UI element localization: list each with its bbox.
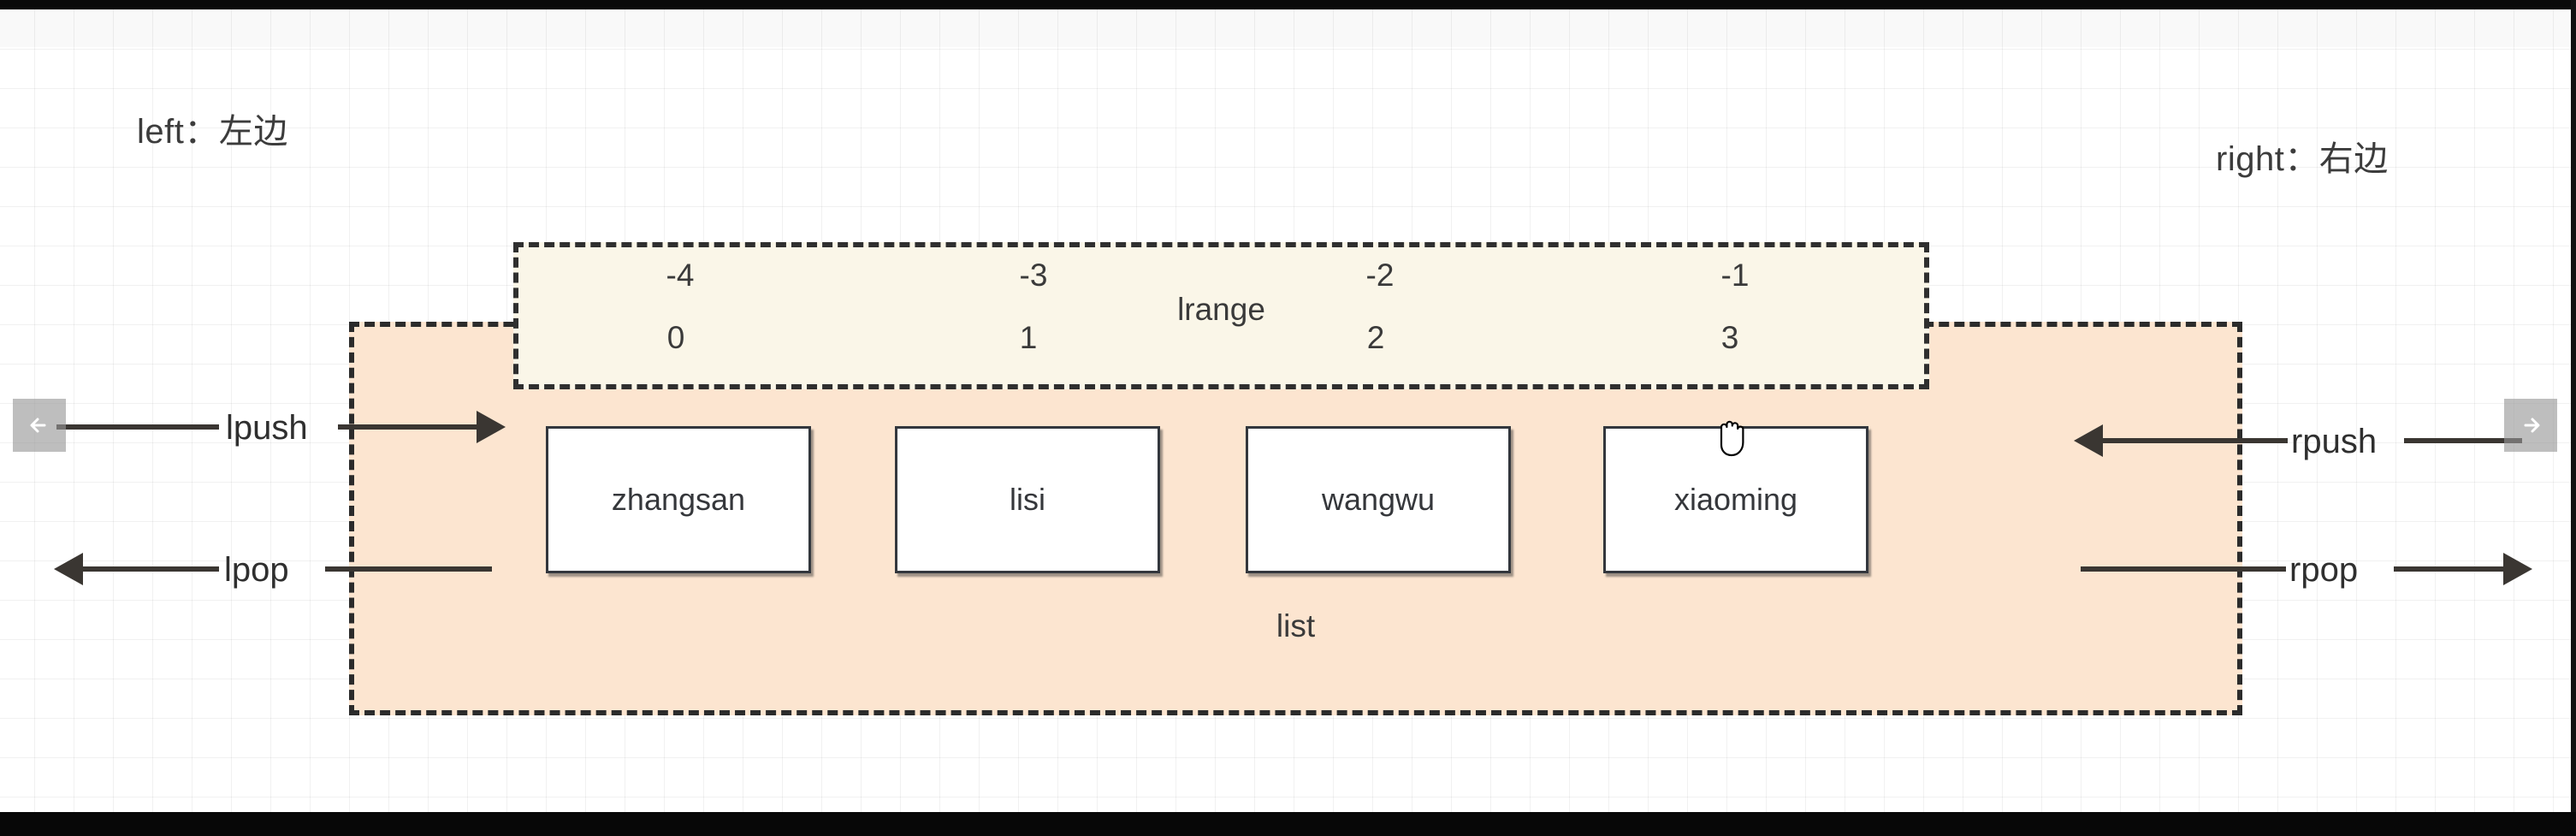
lrange-negative-index-0: -4 (666, 258, 695, 293)
lpush-label: lpush (226, 409, 308, 447)
lpush-arrow-head (477, 411, 506, 443)
list-item-value: lisi (1010, 482, 1045, 517)
lrange-negative-index-3: -1 (1720, 258, 1750, 293)
rpop-label: rpop (2289, 551, 2359, 589)
lpop-label: lpop (224, 551, 289, 589)
list-item[interactable]: lisi (895, 426, 1160, 573)
window-top-bar (0, 0, 2576, 9)
list-item[interactable]: wangwu (1246, 426, 1511, 573)
lrange-container[interactable] (513, 242, 1929, 389)
rpop-arrow-line-left (2081, 566, 2286, 572)
lpop-arrow-line-left (82, 566, 219, 572)
list-item-value: xiaoming (1673, 482, 1798, 517)
rpush-arrow-line-left (2102, 438, 2288, 443)
rpush-arrow-head (2074, 424, 2103, 457)
right-side-label: right：右边 (2216, 140, 2389, 178)
lpop-arrow-line-right (325, 566, 492, 572)
lrange-positive-index-0: 0 (666, 320, 685, 355)
rpush-arrow-line-right (2404, 438, 2522, 443)
left-side-label: left：左边 (137, 113, 288, 151)
window-right-edge (2571, 0, 2576, 836)
list-item-value: zhangsan (611, 482, 746, 517)
list-item-value: wangwu (1321, 482, 1436, 517)
lpush-arrow-line-right (338, 424, 492, 430)
lpop-arrow-head (54, 553, 83, 585)
rpop-arrow-line-right (2394, 566, 2509, 572)
rpush-label: rpush (2291, 423, 2378, 460)
arrow-left-icon (30, 418, 46, 433)
window-bottom-bar (0, 812, 2576, 836)
list-container-label: list (1276, 608, 1316, 643)
arrow-right-icon (2524, 418, 2540, 433)
lrange-positive-index-1: 1 (1019, 320, 1038, 355)
lrange-negative-index-1: -3 (1019, 258, 1048, 293)
lrange-positive-index-3: 3 (1720, 320, 1739, 355)
list-item[interactable]: xiaoming (1603, 426, 1868, 573)
next-page-button[interactable] (2504, 399, 2557, 452)
diagram-canvas[interactable]: left：左边 right：右边 list lrange -4 -3 -2 -1… (0, 9, 2576, 812)
lpush-arrow-line-left (56, 424, 219, 430)
canvas-top-band (0, 9, 2576, 47)
prev-page-button[interactable] (13, 399, 66, 452)
lrange-positive-index-2: 2 (1366, 320, 1385, 355)
lrange-container-label: lrange (1177, 292, 1265, 327)
lrange-negative-index-2: -2 (1365, 258, 1395, 293)
rpop-arrow-head (2503, 553, 2532, 585)
list-item[interactable]: zhangsan (546, 426, 811, 573)
